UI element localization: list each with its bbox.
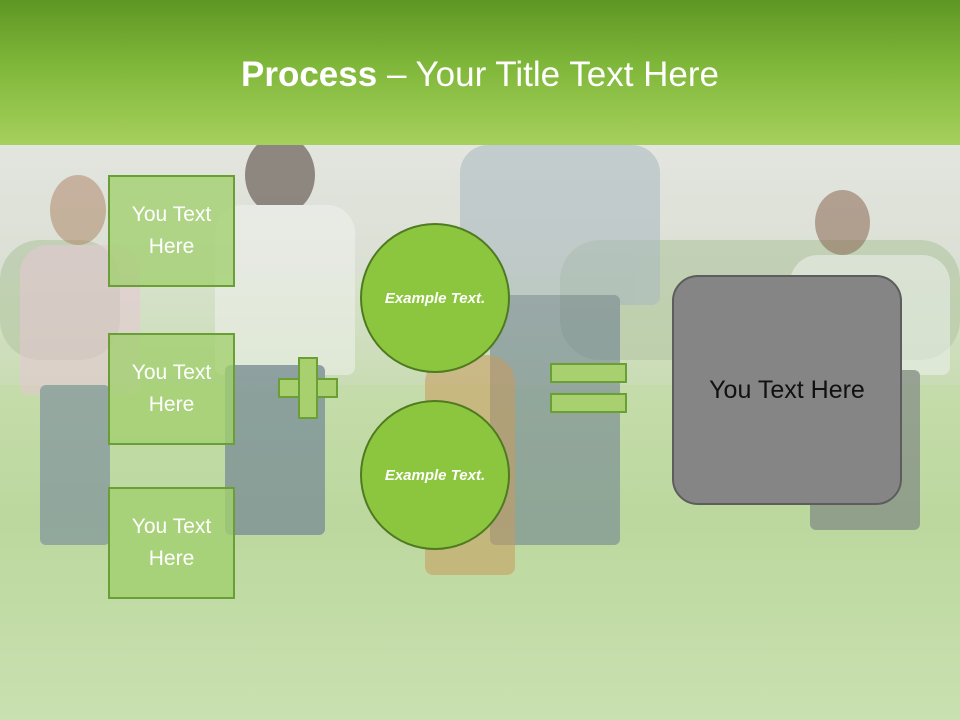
text-box-3[interactable]: You Text Here: [108, 487, 235, 599]
plus-icon: [278, 357, 338, 419]
background-figure-woman: [200, 135, 360, 545]
example-circle-2[interactable]: Example Text.: [360, 400, 510, 550]
title-rest: – Your Title Text Here: [377, 55, 719, 94]
equals-bar-bottom: [550, 393, 627, 413]
title-bold: Process: [241, 55, 378, 94]
example-circle-1[interactable]: Example Text.: [360, 223, 510, 373]
page-title: Process – Your Title Text Here: [0, 52, 960, 98]
equals-bar-top: [550, 363, 627, 383]
title-bar: Process – Your Title Text Here: [0, 0, 960, 145]
result-box[interactable]: You Text Here: [672, 275, 902, 505]
text-box-2[interactable]: You Text Here: [108, 333, 235, 445]
text-box-1[interactable]: You Text Here: [108, 175, 235, 287]
